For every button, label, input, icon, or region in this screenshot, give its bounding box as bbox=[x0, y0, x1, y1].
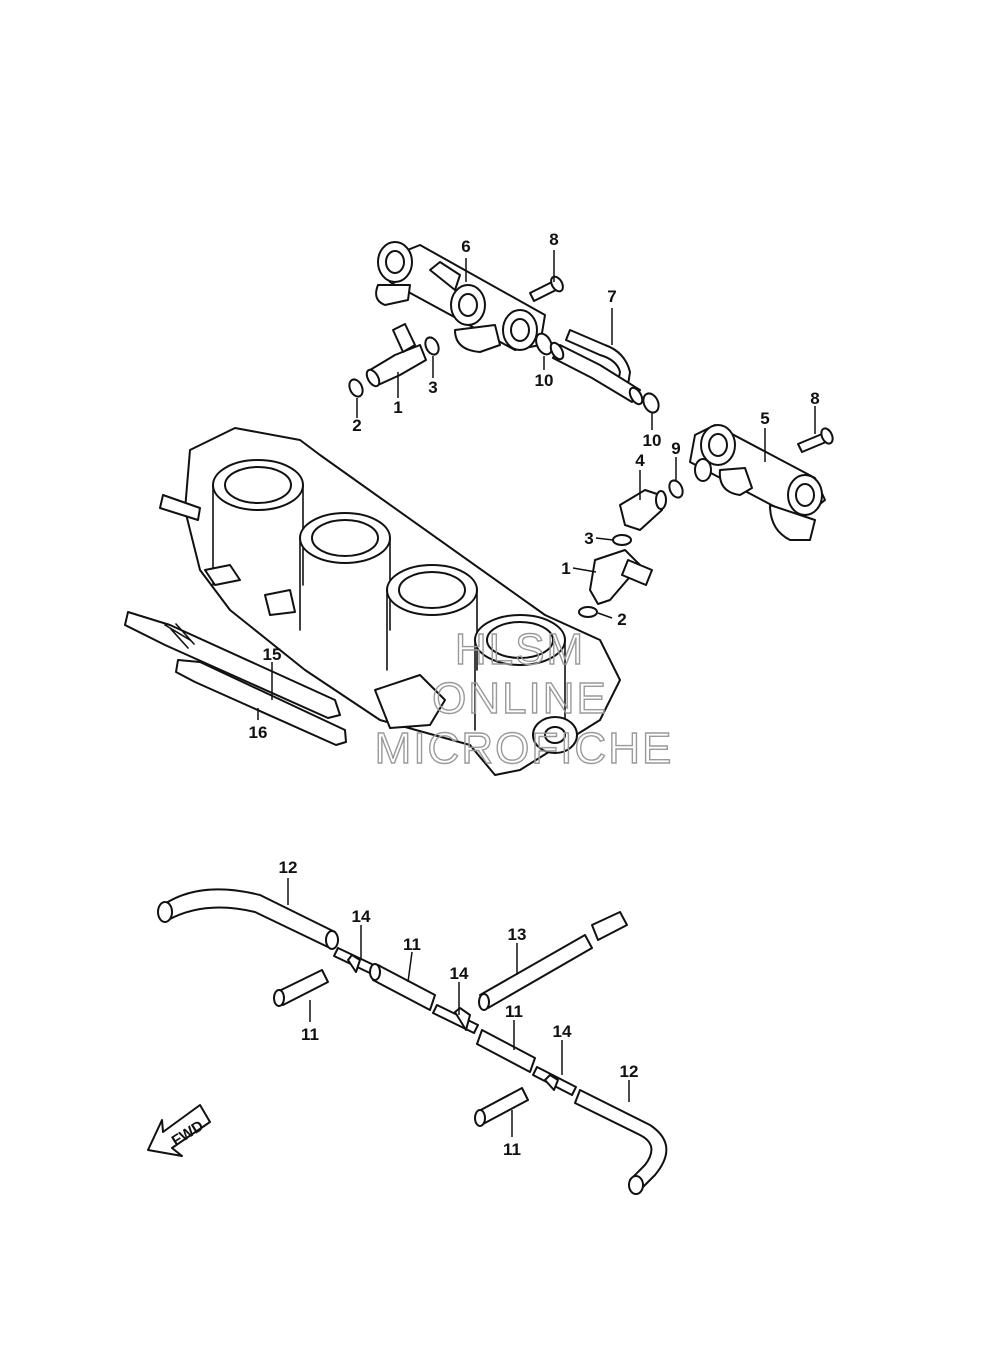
vacuum-hose-12-right bbox=[574, 1089, 668, 1195]
callout-2-top[interactable]: 2 bbox=[352, 416, 361, 435]
fuel-injector-1-top bbox=[365, 323, 427, 388]
callout-14-left[interactable]: 14 bbox=[352, 907, 371, 926]
callout-9[interactable]: 9 bbox=[671, 439, 680, 458]
callout-1-top[interactable]: 1 bbox=[393, 398, 402, 417]
o-ring-10-b bbox=[642, 392, 660, 414]
seal-2-right bbox=[578, 606, 598, 618]
callout-8-top[interactable]: 8 bbox=[549, 230, 558, 249]
callout-12-left[interactable]: 12 bbox=[279, 858, 298, 877]
vacuum-hose-11-d bbox=[474, 1087, 529, 1127]
callout-labels: 6 8 7 1 3 10 2 10 8 5 9 4 3 1 2 15 16 12… bbox=[249, 230, 820, 1159]
seal-2-top bbox=[348, 378, 364, 398]
callout-4[interactable]: 4 bbox=[635, 451, 645, 470]
callout-11-a[interactable]: 11 bbox=[403, 935, 421, 954]
watermark: HLSM ONLINE MICROFICHE bbox=[374, 624, 674, 773]
vacuum-hose-12-left bbox=[157, 888, 339, 950]
callout-1-right[interactable]: 1 bbox=[561, 559, 570, 578]
fuel-hose-7 bbox=[549, 329, 644, 406]
callout-12-right[interactable]: 12 bbox=[620, 1062, 639, 1081]
elbow-joint-4 bbox=[619, 489, 667, 531]
vacuum-hose-11-b bbox=[273, 969, 329, 1007]
callout-10-b[interactable]: 10 bbox=[643, 431, 662, 450]
fuel-injector-1-right bbox=[589, 549, 653, 605]
callout-11-c[interactable]: 11 bbox=[505, 1002, 523, 1021]
o-ring-9 bbox=[668, 479, 684, 499]
forward-arrow-icon: FWD bbox=[147, 1104, 211, 1157]
callout-3-top[interactable]: 3 bbox=[428, 378, 437, 397]
callout-10-a[interactable]: 10 bbox=[535, 371, 554, 390]
leader-lines bbox=[257, 250, 816, 1137]
hose-16 bbox=[175, 659, 347, 746]
fuel-delivery-pipe-6 bbox=[375, 241, 546, 353]
o-ring-10-a bbox=[535, 332, 553, 356]
o-ring-3-top bbox=[424, 336, 440, 356]
callout-3-right[interactable]: 3 bbox=[584, 529, 593, 548]
callout-16[interactable]: 16 bbox=[249, 723, 268, 742]
vacuum-hose-11-c bbox=[476, 1029, 536, 1073]
callout-13[interactable]: 13 bbox=[508, 925, 527, 944]
watermark-line-3: MICROFICHE bbox=[375, 724, 674, 773]
callout-11-d[interactable]: 11 bbox=[503, 1140, 521, 1159]
callout-2-right[interactable]: 2 bbox=[617, 610, 626, 629]
watermark-line-1: HLSM bbox=[455, 625, 585, 674]
callout-14-center[interactable]: 14 bbox=[450, 964, 469, 983]
tee-joint-14-center bbox=[432, 1004, 479, 1034]
o-ring-3-right bbox=[612, 534, 632, 546]
callout-14-right[interactable]: 14 bbox=[553, 1022, 572, 1041]
callout-8-right[interactable]: 8 bbox=[810, 389, 819, 408]
vacuum-hose-11-a bbox=[369, 963, 436, 1011]
watermark-line-2: ONLINE bbox=[432, 674, 608, 723]
callout-11-b[interactable]: 11 bbox=[301, 1025, 319, 1044]
callout-7[interactable]: 7 bbox=[607, 287, 616, 306]
bolt-8-right bbox=[797, 427, 834, 453]
tee-joint-14-right bbox=[532, 1066, 577, 1096]
callout-6[interactable]: 6 bbox=[461, 237, 470, 256]
fuel-delivery-pipe-5 bbox=[689, 424, 826, 541]
throttle-body-assembly bbox=[159, 427, 621, 776]
bolt-8-top bbox=[529, 275, 564, 302]
hose-15 bbox=[124, 611, 341, 719]
callout-15[interactable]: 15 bbox=[263, 645, 282, 664]
callout-5[interactable]: 5 bbox=[760, 409, 769, 428]
vacuum-hose-13 bbox=[478, 911, 628, 1011]
